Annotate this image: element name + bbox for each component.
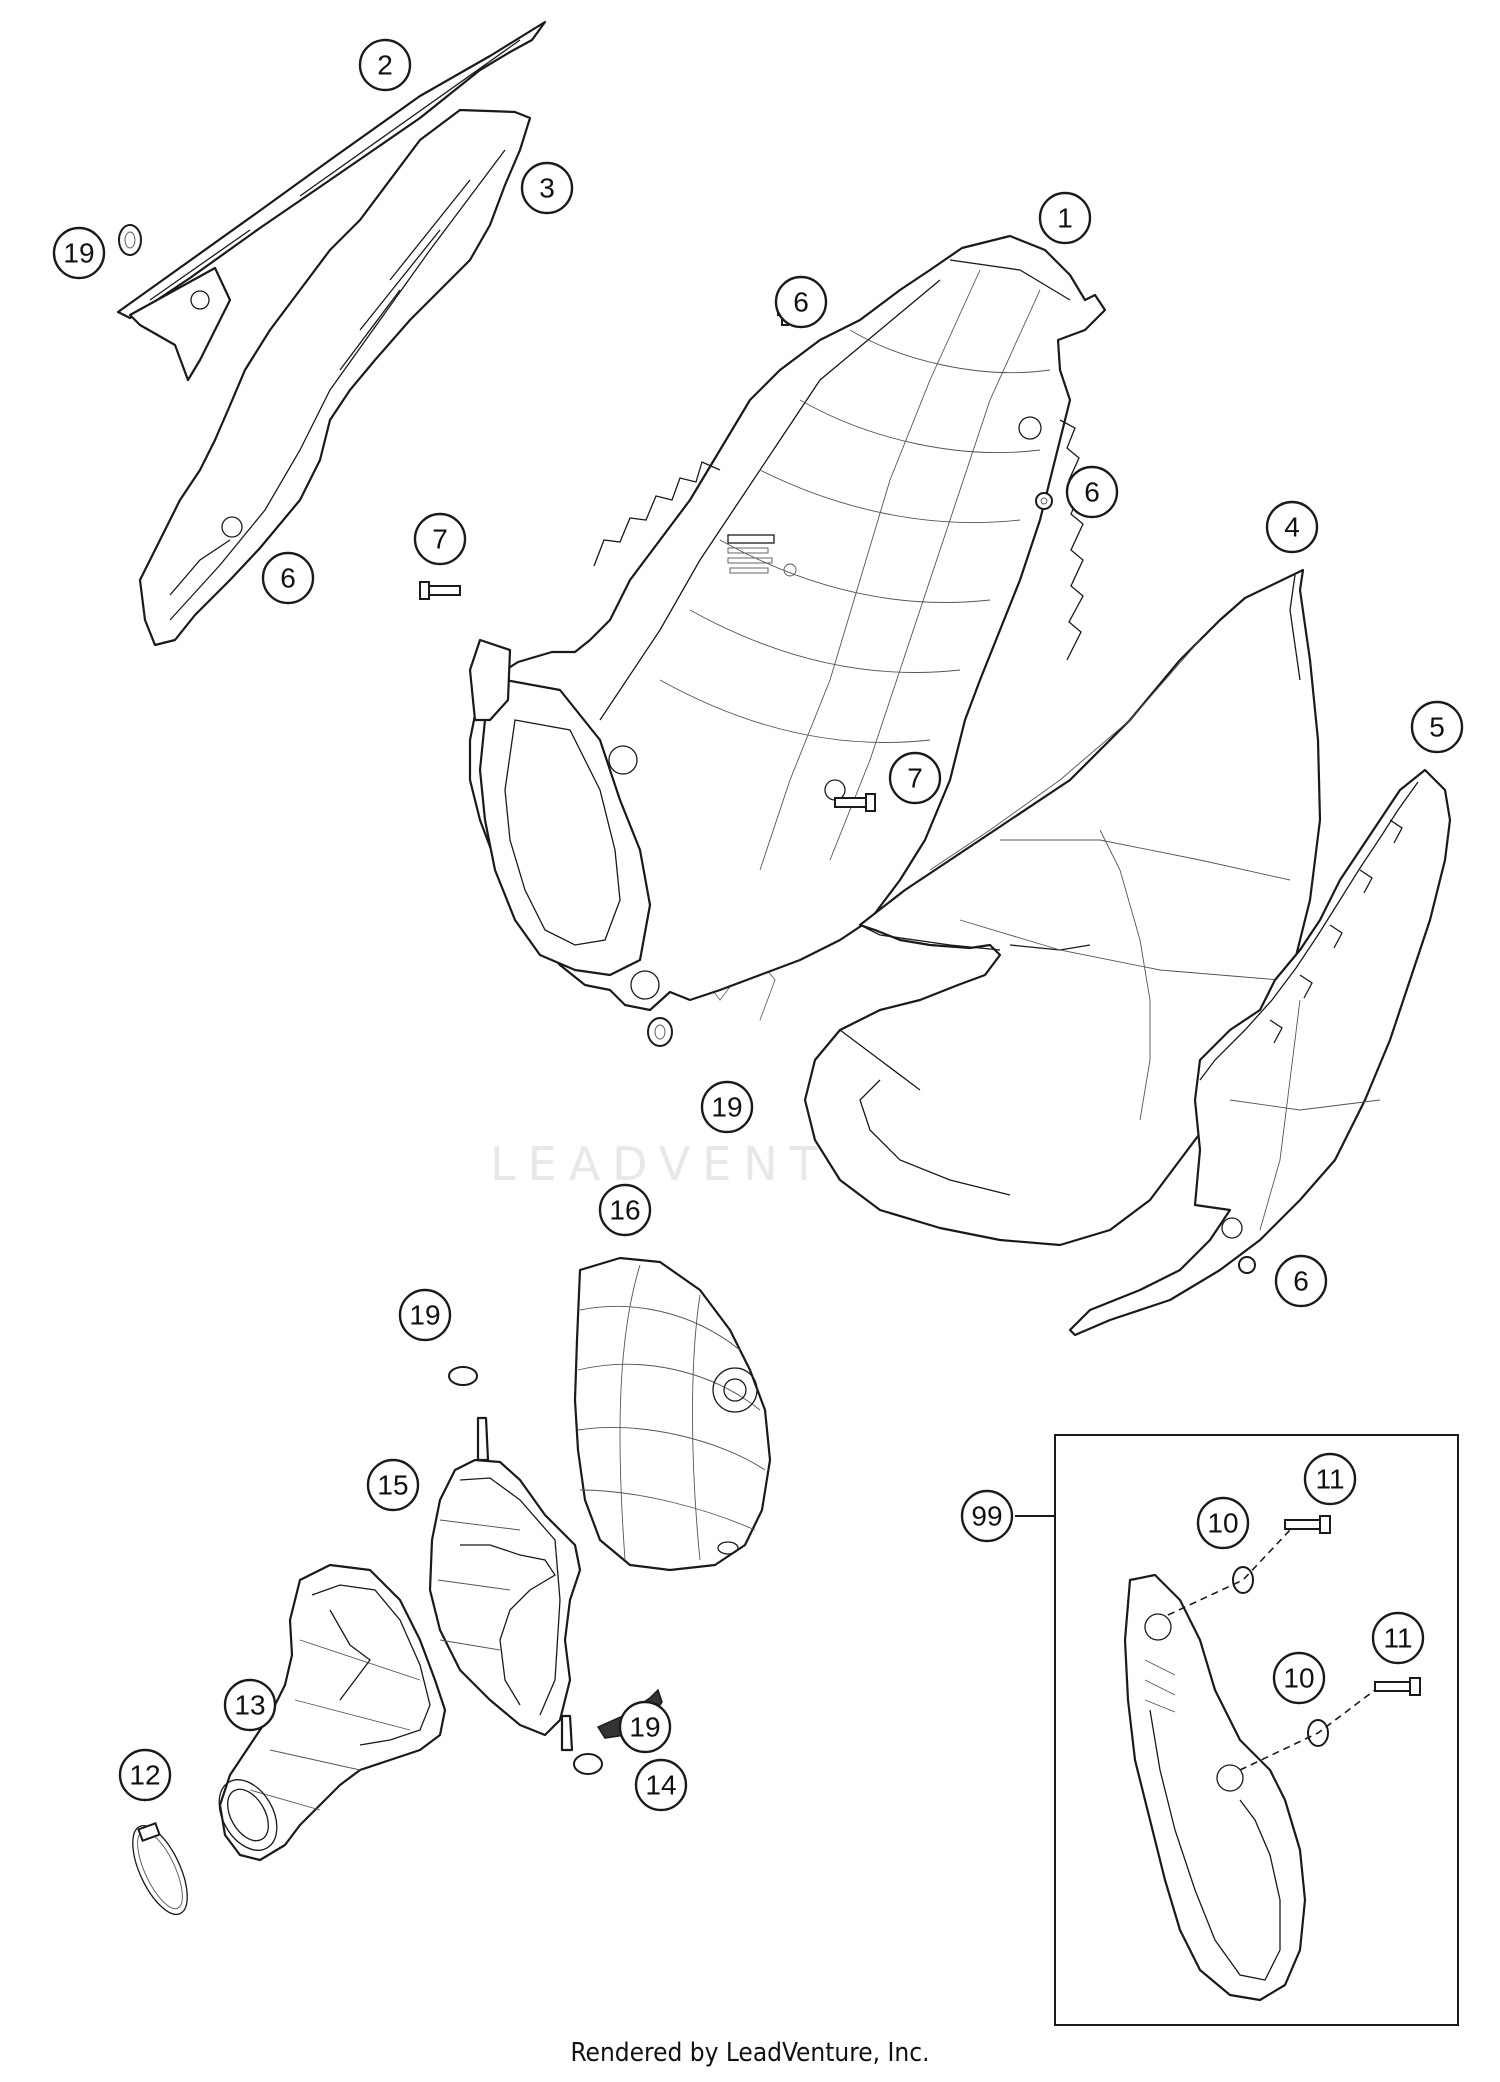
- callout-99[interactable]: 99: [960, 1489, 1014, 1543]
- svg-text:6: 6: [280, 563, 296, 594]
- hardware-bolt-11b[interactable]: [1374, 1677, 1421, 1696]
- part-1-air-box[interactable]: [468, 234, 1107, 1012]
- svg-text:5: 5: [1429, 712, 1445, 743]
- svg-text:19: 19: [409, 1300, 440, 1331]
- callout-3[interactable]: 3: [520, 161, 574, 215]
- hardware-bolt-7a[interactable]: [419, 581, 461, 600]
- part-16-filter-cover[interactable]: [573, 1256, 772, 1572]
- callout-6c[interactable]: 6: [261, 551, 315, 605]
- hardware-washer-10a[interactable]: [1232, 1566, 1254, 1594]
- callout-12[interactable]: 12: [118, 1748, 172, 1802]
- svg-text:6: 6: [1293, 1266, 1309, 1297]
- callout-6d[interactable]: 6: [1274, 1254, 1328, 1308]
- part-15-filter-cage[interactable]: [428, 1416, 582, 1752]
- callout-6a[interactable]: 6: [774, 275, 828, 329]
- callout-11b[interactable]: 11: [1371, 1611, 1425, 1665]
- part-5-side-panel[interactable]: [1068, 768, 1452, 1337]
- callout-19b[interactable]: 19: [700, 1080, 754, 1134]
- svg-text:7: 7: [432, 524, 448, 555]
- callout-7b[interactable]: 7: [888, 751, 942, 805]
- hardware-nut-6d[interactable]: [1238, 1256, 1256, 1274]
- kit-99-side-part[interactable]: [1123, 1573, 1307, 2002]
- callout-10b[interactable]: 10: [1272, 1651, 1326, 1705]
- svg-text:6: 6: [793, 287, 809, 318]
- svg-text:3: 3: [539, 173, 555, 204]
- svg-text:19: 19: [63, 238, 94, 269]
- callout-11a[interactable]: 11: [1303, 1452, 1357, 1506]
- callout-6b[interactable]: 6: [1065, 465, 1119, 519]
- callout-2[interactable]: 2: [358, 38, 412, 92]
- hardware-grommet-19b[interactable]: [647, 1017, 673, 1047]
- callout-13[interactable]: 13: [223, 1678, 277, 1732]
- callout-4[interactable]: 4: [1265, 500, 1319, 554]
- hardware-grommet-19c[interactable]: [448, 1366, 478, 1386]
- callout-19d[interactable]: 19: [618, 1700, 672, 1754]
- part-12-hose-clamp[interactable]: [122, 1818, 199, 1922]
- callout-1[interactable]: 1: [1038, 191, 1092, 245]
- svg-text:19: 19: [629, 1712, 660, 1743]
- svg-text:15: 15: [377, 1470, 408, 1501]
- callout-5[interactable]: 5: [1410, 700, 1464, 754]
- svg-text:7: 7: [907, 763, 923, 794]
- svg-text:99: 99: [971, 1501, 1002, 1532]
- part-3-frame-cover[interactable]: [128, 108, 532, 647]
- svg-text:10: 10: [1283, 1663, 1314, 1694]
- svg-text:1: 1: [1057, 203, 1073, 234]
- callout-19c[interactable]: 19: [398, 1288, 452, 1342]
- svg-text:11: 11: [1383, 1623, 1412, 1654]
- callout-16[interactable]: 16: [598, 1183, 652, 1237]
- hardware-bolt-7b[interactable]: [834, 793, 876, 812]
- footer-credit: Rendered by LeadVenture, Inc.: [570, 2038, 930, 2068]
- svg-text:19: 19: [711, 1092, 742, 1123]
- svg-text:14: 14: [645, 1770, 676, 1801]
- svg-text:6: 6: [1084, 477, 1100, 508]
- kit-leader-lines: [1167, 1529, 1376, 1771]
- hardware-nut-6b[interactable]: [1035, 492, 1053, 510]
- svg-text:13: 13: [234, 1690, 265, 1721]
- svg-text:11: 11: [1315, 1464, 1344, 1495]
- callout-7a[interactable]: 7: [413, 512, 467, 566]
- svg-text:10: 10: [1207, 1508, 1238, 1539]
- svg-text:16: 16: [609, 1195, 640, 1226]
- callout-10a[interactable]: 10: [1196, 1496, 1250, 1550]
- svg-text:4: 4: [1284, 512, 1300, 543]
- callout-14[interactable]: 14: [634, 1758, 688, 1812]
- svg-text:2: 2: [377, 50, 393, 81]
- svg-text:12: 12: [129, 1760, 160, 1791]
- hardware-grommet-19a[interactable]: [118, 224, 142, 256]
- kit-99-box: [1015, 1434, 1459, 2026]
- callout-19a[interactable]: 19: [52, 226, 106, 280]
- hardware-bolt-11a[interactable]: [1284, 1515, 1331, 1534]
- callout-15[interactable]: 15: [366, 1458, 420, 1512]
- hardware-grommet-19d[interactable]: [573, 1753, 603, 1775]
